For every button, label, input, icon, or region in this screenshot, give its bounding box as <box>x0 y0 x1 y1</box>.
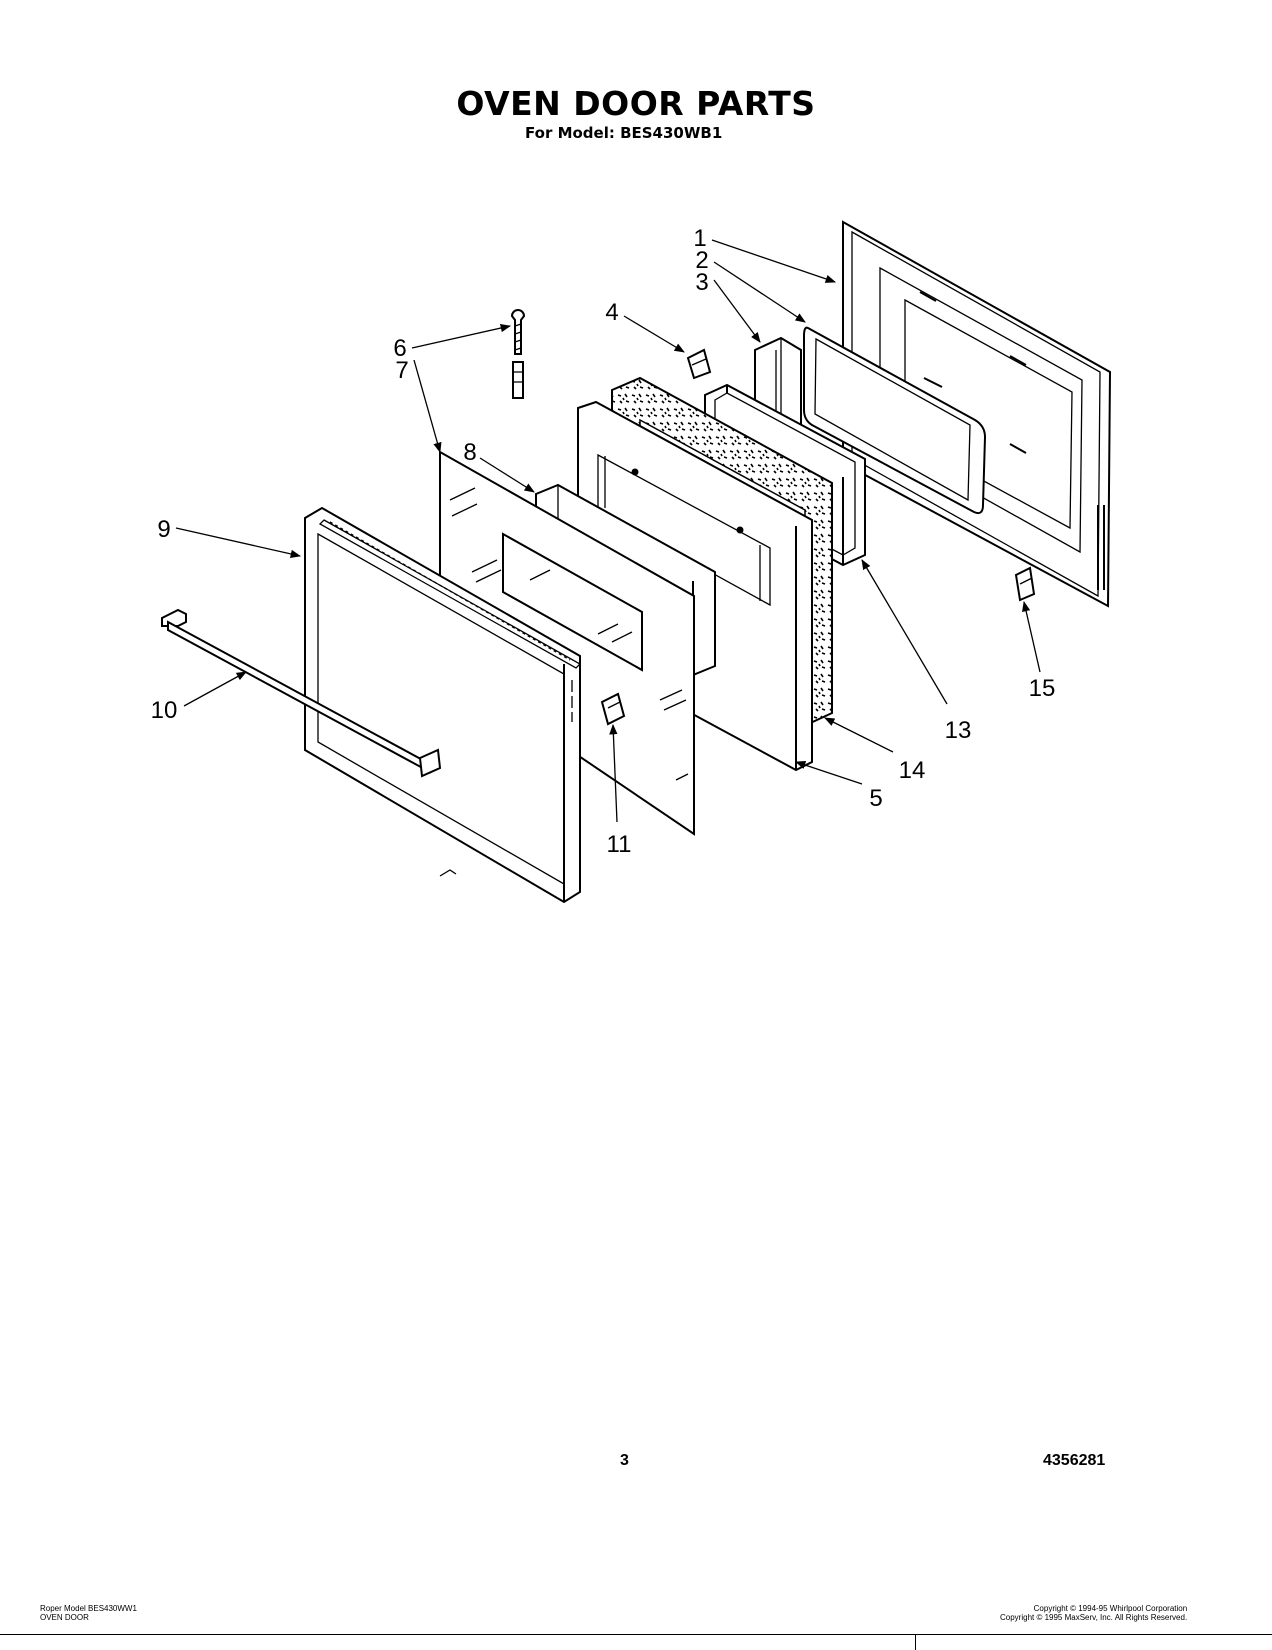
bottom-tick <box>915 1634 916 1650</box>
part-7-outer-glass <box>439 450 695 836</box>
callout-6: 6 <box>393 335 406 362</box>
footer-right: Copyright © 1994-95 Whirlpool Corporatio… <box>1000 1604 1187 1622</box>
footer-copyright-1: Copyright © 1994-95 Whirlpool Corporatio… <box>1033 1604 1188 1613</box>
document-number: 4356281 <box>1043 1452 1106 1469</box>
footer-left: Roper Model BES430WW1 OVEN DOOR <box>40 1604 137 1622</box>
part-9-outer-door-frame <box>304 506 582 904</box>
page-number: 3 <box>620 1452 629 1469</box>
model-subtitle: For Model: BES430WB1 <box>525 124 723 142</box>
part-11-clip <box>600 692 626 726</box>
callout-3: 3 <box>695 269 708 296</box>
callout-8: 8 <box>463 439 476 466</box>
part-10-handle <box>161 608 442 778</box>
part-6-screw <box>510 309 526 399</box>
callout-14: 14 <box>899 757 926 784</box>
callout-15: 15 <box>1029 675 1056 702</box>
callout-4: 4 <box>605 299 618 326</box>
callout-1: 1 <box>693 225 706 252</box>
callout-10: 10 <box>151 697 178 724</box>
callout-2: 2 <box>695 247 708 274</box>
part-2-gasket <box>803 326 987 515</box>
page-title: OVEN DOOR PARTS <box>456 84 816 123</box>
part-15-clip <box>1014 566 1036 602</box>
callout-5: 5 <box>869 785 882 812</box>
footer-copyright-2: Copyright © 1995 MaxServ, Inc. All Right… <box>1000 1613 1188 1622</box>
footer-model-line: Roper Model BES430WW1 <box>40 1604 137 1613</box>
bottom-rule <box>0 1634 1272 1635</box>
footer-section-line: OVEN DOOR <box>40 1613 89 1622</box>
callout-7: 7 <box>395 357 408 384</box>
callout-13: 13 <box>945 717 972 744</box>
callout-11: 11 <box>607 831 632 858</box>
part-4-clip <box>686 348 712 380</box>
leader-lines <box>175 239 1041 823</box>
callout-9: 9 <box>157 516 170 543</box>
